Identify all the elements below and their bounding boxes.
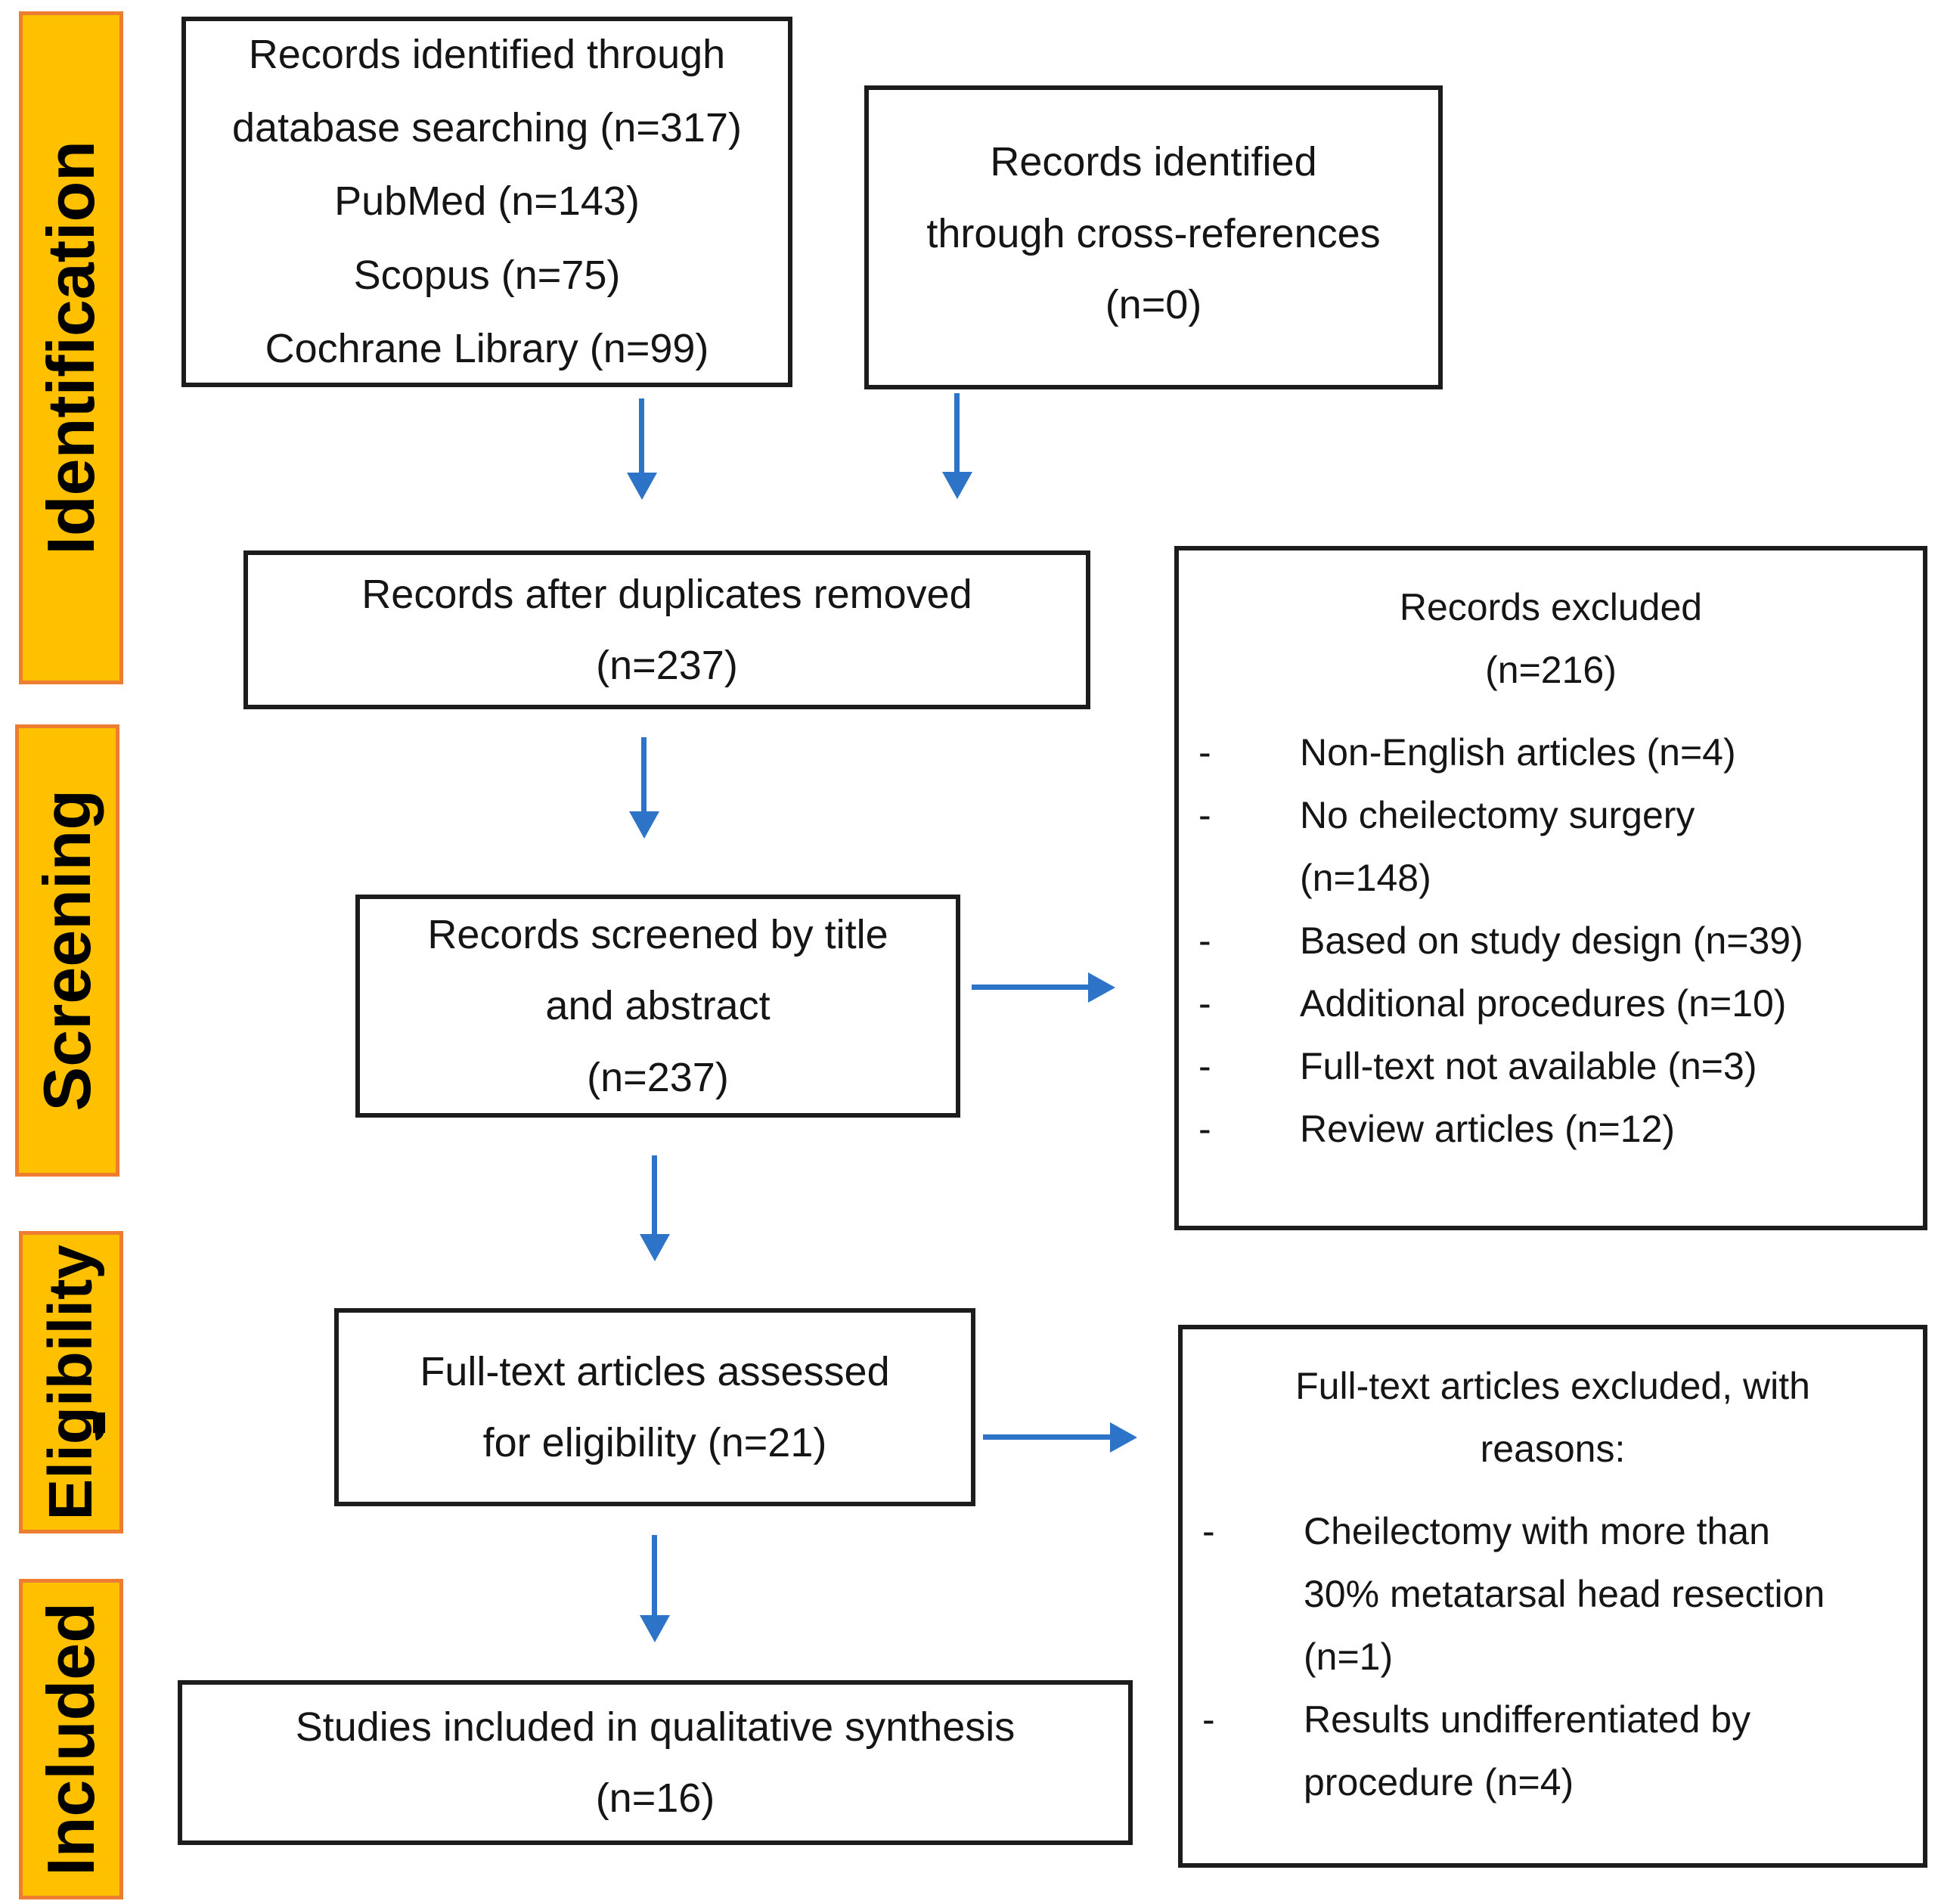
box-text-line: (n=237) [587, 1054, 729, 1100]
box-title-line: reasons: [1480, 1428, 1626, 1470]
list-item-text: No cheilectomy surgery (n=148) [1300, 794, 1695, 899]
list-item: - Review articles (n=12) [1179, 1098, 1923, 1161]
stage-label-eligibility: Eligibility [19, 1231, 123, 1533]
list-item: - Based on study design (n=39) [1179, 910, 1923, 972]
box-records-screened: Records screened by title and abstract (… [355, 895, 960, 1118]
box-title-line: Records excluded [1399, 586, 1703, 628]
box-text-line: and abstract [545, 983, 771, 1029]
excluded-reasons-list: - Non-English articles (n=4) - No cheile… [1179, 721, 1923, 1161]
arrow-duplicates-to-screened [641, 737, 647, 814]
stage-label-screening-text: Screening [29, 789, 104, 1112]
stage-label-screening: Screening [15, 724, 119, 1177]
box-text-line: Records after duplicates removed [361, 571, 972, 617]
list-item: - Full-text not available (n=3) [1179, 1035, 1923, 1098]
stage-label-eligibility-text: Eligibility [36, 1244, 105, 1521]
arrow-crossref-to-duplicates [954, 393, 960, 475]
box-text-line: Records identified through [248, 32, 726, 78]
box-text-line: (n=0) [1105, 282, 1202, 327]
box-studies-included: Studies included in qualitative synthesi… [178, 1680, 1133, 1845]
arrow-fulltext-to-excluded [983, 1434, 1113, 1440]
bullet-dash: - [1202, 1698, 1215, 1741]
bullet-dash: - [1198, 1045, 1211, 1087]
list-item-text: Full-text not available (n=3) [1300, 1045, 1757, 1087]
list-item: - Non-English articles (n=4) [1179, 721, 1923, 784]
box-text-line: Scopus (n=75) [353, 252, 621, 298]
stage-label-identification: Identification [19, 11, 123, 684]
box-records-identified-crossrefs: Records identified through cross-referen… [864, 85, 1443, 389]
box-records-excluded: Records excluded (n=216) - Non-English a… [1174, 546, 1927, 1230]
box-title-line: Full-text articles excluded, with [1295, 1365, 1810, 1407]
list-item: - Additional procedures (n=10) [1179, 972, 1923, 1035]
box-text-line: Studies included in qualitative synthesi… [295, 1704, 1016, 1750]
box-records-identified-database: Records identified through database sear… [181, 17, 792, 387]
list-item-text: Based on study design (n=39) [1300, 919, 1803, 962]
stage-label-included: Included [19, 1579, 123, 1899]
bullet-dash: - [1198, 731, 1211, 774]
arrow-screened-to-fulltext [652, 1155, 657, 1237]
list-item-text: Cheilectomy with more than 30% metatarsa… [1304, 1510, 1825, 1678]
stage-label-included-text: Included [33, 1602, 108, 1876]
box-fulltext-assessed: Full-text articles assessed for eligibil… [334, 1308, 975, 1506]
arrow-fulltext-to-included [652, 1535, 657, 1618]
bullet-dash: - [1198, 1108, 1211, 1150]
box-duplicates-removed: Records after duplicates removed (n=237) [243, 550, 1090, 709]
box-text-line: Full-text articles assessed [420, 1348, 890, 1394]
scan-artifact [93, 1412, 105, 1433]
list-item: - No cheilectomy surgery (n=148) [1179, 784, 1923, 910]
arrow-screened-to-excluded [972, 985, 1091, 990]
list-item-text: Non-English articles (n=4) [1300, 731, 1736, 774]
bullet-dash: - [1198, 794, 1211, 836]
list-item-text: Review articles (n=12) [1300, 1108, 1676, 1150]
bullet-dash: - [1198, 919, 1211, 962]
list-item-text: Additional procedures (n=10) [1300, 982, 1787, 1025]
box-text-line: database searching (n=317) [232, 105, 742, 151]
list-item: - Cheilectomy with more than 30% metatar… [1183, 1500, 1923, 1688]
box-text-line: Records identified [990, 139, 1317, 185]
box-text-line: (n=237) [596, 643, 738, 688]
box-title-line: (n=216) [1485, 649, 1617, 691]
box-text-line: Cochrane Library (n=99) [265, 325, 709, 371]
box-text-line: through cross-references [926, 210, 1381, 256]
box-text-line: for eligibility (n=21) [482, 1420, 827, 1465]
list-item: - Results undifferentiated by procedure … [1183, 1688, 1923, 1814]
box-fulltext-excluded: Full-text articles excluded, with reason… [1178, 1325, 1927, 1868]
box-text-line: PubMed (n=143) [334, 178, 640, 225]
stage-label-identification-text: Identification [33, 141, 108, 555]
list-item-text: Results undifferentiated by procedure (n… [1304, 1698, 1751, 1803]
bullet-dash: - [1202, 1510, 1215, 1552]
box-text-line: (n=16) [595, 1775, 715, 1821]
arrow-db-to-duplicates [639, 398, 644, 476]
fulltext-excluded-reasons-list: - Cheilectomy with more than 30% metatar… [1183, 1500, 1923, 1814]
bullet-dash: - [1198, 982, 1211, 1025]
box-text-line: Records screened by title [427, 911, 888, 957]
